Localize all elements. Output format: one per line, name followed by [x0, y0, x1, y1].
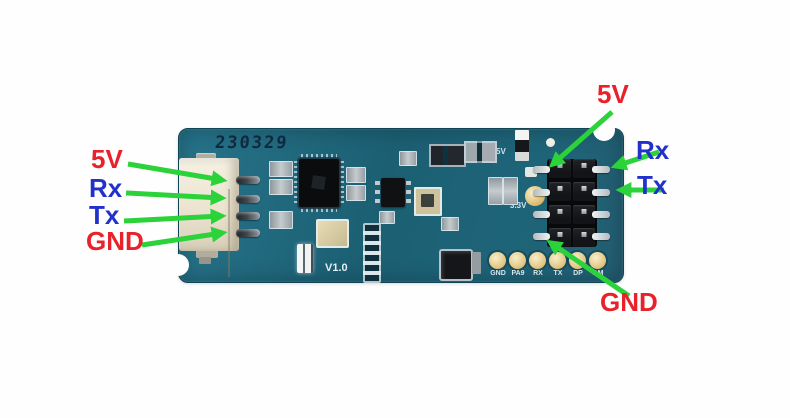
pin-label-right-5v: 5V [597, 79, 629, 109]
passive-component [346, 167, 366, 183]
header-pin-right-3 [592, 211, 610, 218]
passive-component [488, 177, 503, 205]
connector-pin-gnd [236, 229, 260, 237]
main-ic [299, 159, 339, 207]
solder-pad-pa9 [509, 252, 526, 269]
board-notch-top [593, 119, 615, 141]
passive-component [346, 185, 366, 201]
header-block [549, 228, 571, 247]
silkscreen-date-code: 230329 [214, 133, 290, 153]
passive-component [503, 177, 518, 205]
inductor [439, 249, 473, 281]
pad-label: DM [592, 270, 604, 277]
pin-label-right-tx: Tx [637, 170, 668, 200]
capacitor-pair [297, 244, 313, 273]
solder-pad-rx [529, 252, 546, 269]
solder-pad-dm [589, 252, 606, 269]
ic-pins-bottom [301, 208, 337, 212]
silkscreen-3v3-label: 3.3V [510, 201, 527, 210]
silkscreen-version-label: V1.0 [325, 262, 348, 274]
jst-connector [179, 158, 239, 277]
header-pin-tx [592, 189, 610, 196]
solder-pad-gnd [489, 252, 506, 269]
pin-label-left-tx: Tx [89, 200, 120, 230]
passive-component [269, 179, 293, 195]
pcb-board: 230329 5V 3.3V V1.0 [178, 128, 624, 283]
ic-pins-right [340, 161, 344, 205]
header-block [549, 159, 571, 178]
header-pin-right-4 [592, 233, 610, 240]
oscillator-core [421, 194, 434, 207]
board-notch-left [167, 254, 189, 276]
header-pin-left-2 [533, 189, 550, 196]
passive-component [399, 151, 417, 166]
passive-component [379, 211, 395, 224]
header-block [573, 182, 595, 201]
solder-pad-dp [569, 252, 586, 269]
pin-label-left-5v: 5V [91, 144, 123, 174]
pad-label: RX [533, 270, 543, 277]
sot23-legs-left [375, 181, 380, 205]
connector-notch-detail [199, 257, 211, 264]
solder-pad-tx [549, 252, 566, 269]
connector-pin-5v [236, 176, 260, 184]
ic-pins-left [294, 161, 298, 205]
header-pin-left-3 [533, 211, 550, 218]
silkscreen-5v-label: 5V [496, 147, 506, 156]
header-pin-gnd [533, 233, 550, 240]
pad-ladder-strip [363, 223, 381, 283]
ic-logo-mark [311, 175, 326, 190]
rf-oscillator [414, 187, 442, 216]
connector-face-line [228, 189, 230, 277]
pad-label: GND [490, 270, 506, 277]
ic-pins-top [301, 154, 337, 158]
header-block [549, 205, 571, 224]
pin-label-left-rx: Rx [89, 173, 123, 203]
capacitor-pair [429, 144, 466, 167]
pad-label: PA9 [511, 270, 525, 277]
solder-blob [525, 167, 537, 177]
passive-component [269, 211, 293, 229]
sot23-regulator [381, 178, 405, 207]
pin-label-left-gnd: GND [86, 226, 144, 256]
power-led [515, 130, 529, 161]
via-dot [546, 138, 555, 147]
pin-label-right-gnd: GND [600, 287, 658, 317]
capacitor-pair [464, 141, 497, 163]
pin-label-right-rx: Rx [636, 135, 670, 165]
passive-component [472, 252, 481, 274]
crystal-oscillator [316, 219, 349, 248]
connector-mount-tab [196, 153, 216, 162]
sot23-legs-right [406, 181, 411, 205]
connector-mount-tab [196, 248, 218, 258]
header-pin-rx [592, 166, 610, 173]
header-block [549, 182, 571, 201]
passive-component [441, 217, 459, 231]
pin-header-column-left [549, 159, 571, 247]
connector-pin-tx [236, 212, 260, 220]
header-pin-5v [533, 166, 550, 173]
passive-component [269, 161, 293, 177]
header-block [573, 205, 595, 224]
connector-pin-rx [236, 195, 260, 203]
